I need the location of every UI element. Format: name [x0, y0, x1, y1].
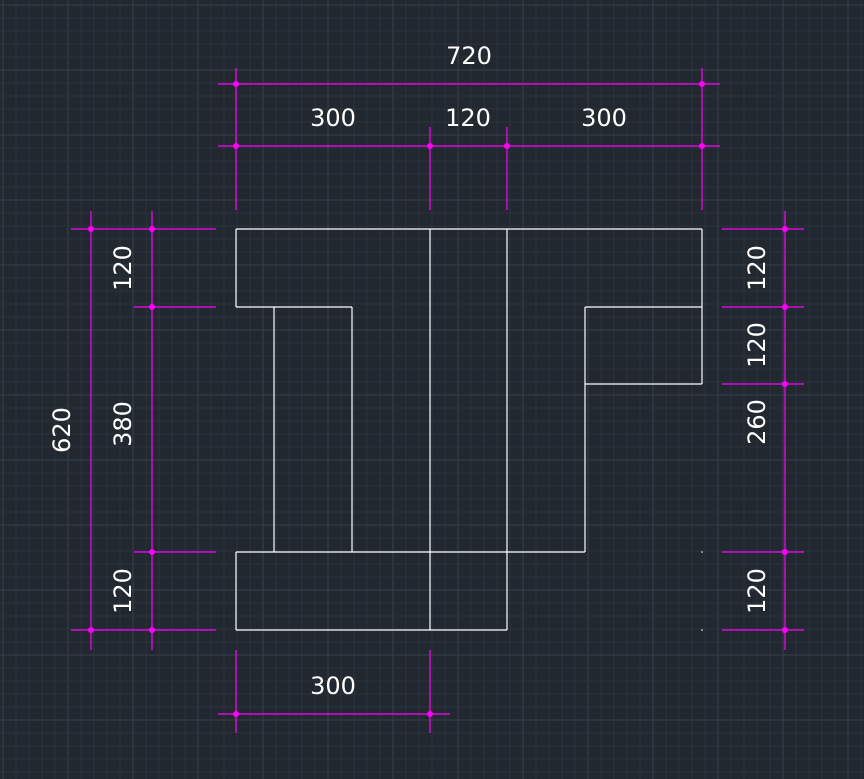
dim-label-top-left: 300	[310, 104, 356, 132]
dim-tick	[782, 226, 788, 232]
dim-label-left-bottom: 120	[109, 568, 137, 614]
dim-label-right-2: 120	[743, 322, 771, 368]
dimension-lines	[71, 68, 804, 733]
dim-tick	[504, 143, 510, 149]
dim-label-top-total: 720	[446, 42, 492, 70]
dim-label-left-total: 620	[48, 407, 76, 453]
dim-tick	[149, 627, 155, 633]
dim-tick	[427, 711, 433, 717]
dim-label-left-middle: 380	[109, 401, 137, 447]
dim-label-left-top: 120	[109, 245, 137, 291]
dim-label-right-3: 260	[743, 399, 771, 445]
part-outline	[235, 228, 703, 631]
dim-label-top-right: 300	[581, 104, 627, 132]
dim-tick	[782, 549, 788, 555]
dim-label-right-4: 120	[743, 568, 771, 614]
stray-point	[701, 551, 703, 553]
dim-tick	[149, 549, 155, 555]
dim-tick	[233, 143, 239, 149]
dim-tick	[233, 711, 239, 717]
dim-label-top-middle: 120	[445, 104, 491, 132]
dim-tick	[782, 304, 788, 310]
dim-tick	[427, 143, 433, 149]
dim-tick	[699, 81, 705, 87]
stray-point	[701, 629, 703, 631]
dimension-ticks	[88, 81, 788, 717]
dimension-labels: 720 300 120 300 620 120 380 120 120 120 …	[48, 42, 771, 700]
dim-tick	[782, 381, 788, 387]
dim-tick	[233, 81, 239, 87]
dim-tick	[88, 226, 94, 232]
dim-tick	[699, 143, 705, 149]
dim-tick	[88, 627, 94, 633]
dim-tick	[149, 304, 155, 310]
dim-label-right-1: 120	[743, 245, 771, 291]
dim-tick	[149, 226, 155, 232]
dim-label-bottom: 300	[310, 672, 356, 700]
dim-tick	[782, 627, 788, 633]
stray-points	[701, 551, 703, 631]
